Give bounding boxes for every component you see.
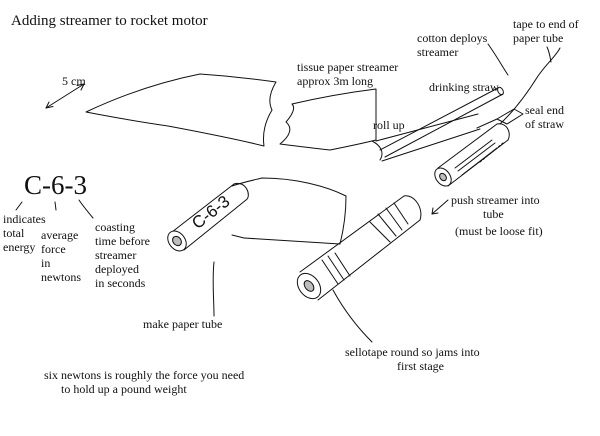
newton-note: six newtons is roughly the force you nee… — [44, 368, 245, 396]
streamer-sheet-left — [85, 73, 277, 147]
scale-arrow — [45, 83, 85, 109]
motor-with-streamer — [434, 123, 510, 187]
cotton-pointer — [487, 43, 509, 76]
sellotape-pointer — [332, 289, 373, 343]
cotton-thread — [499, 47, 561, 125]
paper-wrap — [167, 177, 347, 252]
force-pointer — [54, 201, 57, 211]
seal-label: seal end of straw — [525, 103, 564, 131]
code-part-time: coasting time before streamer deployed i… — [95, 220, 150, 290]
straw-label: drinking straw — [429, 80, 499, 94]
drinking-straw — [379, 86, 504, 158]
energy-pointer — [15, 201, 23, 211]
time-pointer — [78, 199, 94, 219]
streamer-label: tissue paper streamer approx 3m long — [297, 60, 399, 88]
cotton-label: cotton deploys streamer — [417, 31, 488, 59]
scale-label: 5 cm — [62, 74, 86, 88]
motor-code: C-6-3 — [24, 170, 87, 200]
push-arrow — [431, 199, 449, 215]
rollup-label: roll up — [373, 118, 405, 132]
tape-label: tape to end of paper tube — [513, 17, 579, 45]
rolled-streamer — [371, 113, 481, 162]
code-part-force: average force in newtons — [41, 228, 81, 284]
sellotape-label: sellotape round so jams into first stage — [345, 345, 480, 373]
sealed-straw-end — [476, 108, 524, 129]
tube-print-text: C-6-3 — [188, 192, 233, 233]
tape-pointer — [546, 46, 552, 63]
make-tube-pointer — [212, 261, 215, 317]
make-tube-label: make paper tube — [143, 317, 223, 331]
streamer-sheet-right — [279, 88, 377, 151]
finished-tube — [296, 195, 422, 301]
push-label: push streamer into tube (must be loose f… — [451, 193, 543, 238]
diagram-title: Adding streamer to rocket motor — [11, 13, 208, 29]
code-part-energy: indicates total energy — [3, 212, 46, 254]
